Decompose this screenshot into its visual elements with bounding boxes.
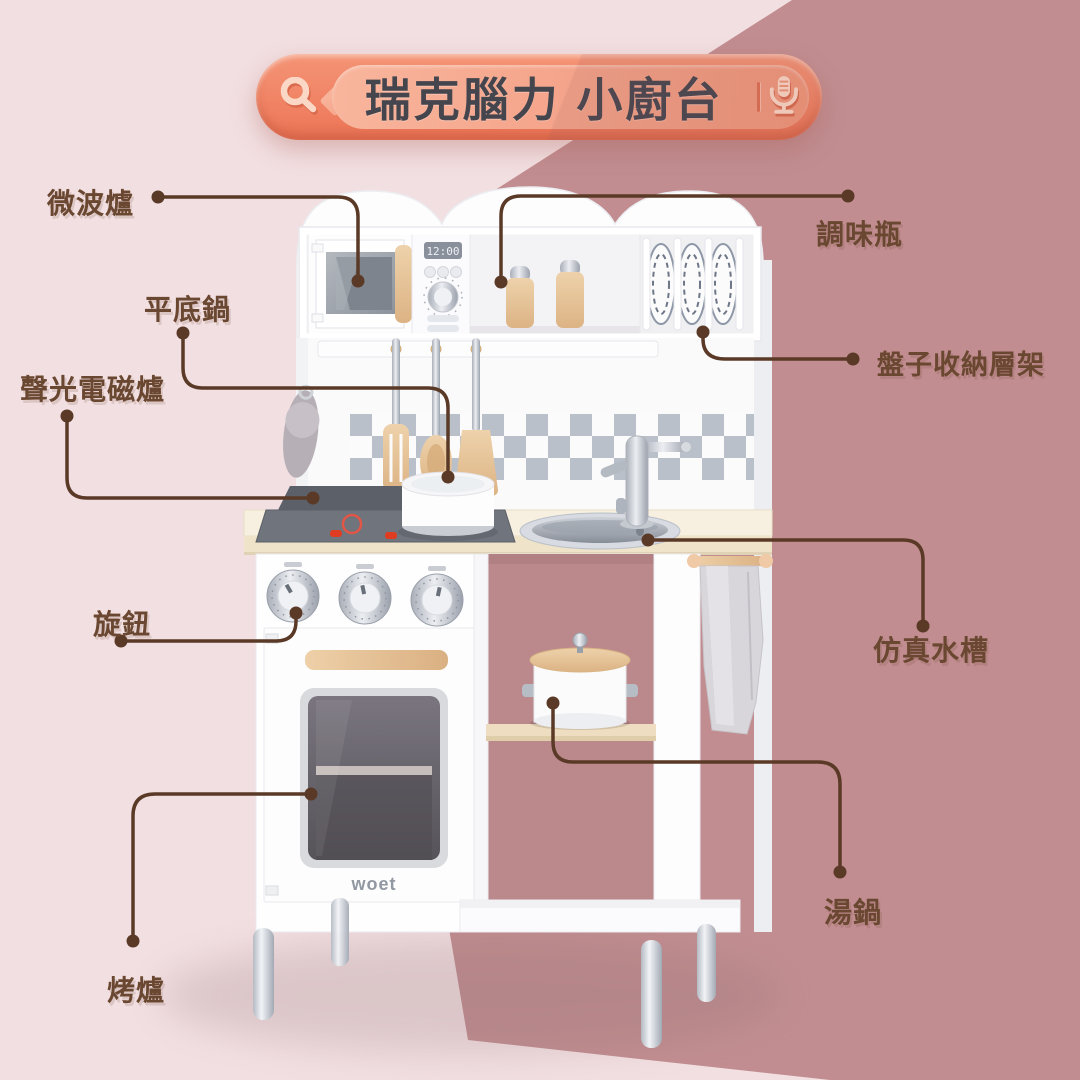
soup-pot [522, 632, 638, 730]
floor-shadow [160, 937, 780, 1053]
microwave-handle [395, 245, 412, 323]
oven-mitt [283, 384, 320, 478]
label-knobs: 旋鈕 [93, 609, 152, 640]
leader-lines [60, 189, 930, 948]
leader-oven [126, 787, 318, 948]
label-plate-rack: 盤子收納層架 [877, 350, 1045, 380]
panel-button [424, 266, 436, 278]
compartment-shelf [486, 724, 656, 741]
clock-display [424, 242, 462, 259]
leader-sink [641, 533, 930, 633]
frying-pan [398, 471, 498, 541]
label-sink: 仿真水槽 [873, 635, 990, 666]
label-soup-pot: 湯鍋 [824, 897, 883, 928]
label-frying-pan: 平底鍋 [144, 294, 232, 325]
utensil-rail [317, 340, 659, 358]
leader-induction-cooker [60, 409, 320, 505]
bottom-shelf [459, 899, 741, 933]
label-seasoning-bottles: 調味瓶 [816, 219, 904, 250]
leader-microwave [151, 190, 365, 288]
plate [646, 243, 676, 325]
leader-plate-rack [696, 325, 860, 366]
towel-rail [687, 554, 773, 568]
plate [677, 243, 707, 325]
leader-soup-pot [546, 696, 847, 879]
side-panel-right [754, 260, 772, 932]
panel-button [437, 266, 449, 278]
seasoning-bottle [556, 260, 584, 328]
faucet [600, 435, 691, 529]
search-bar[interactable]: 瑞克腦力 小廚台 [256, 54, 822, 140]
label-induction-cooker: 聲光電磁爐 [20, 374, 166, 405]
search-input[interactable] [332, 65, 809, 129]
label-oven: 烤爐 [107, 975, 166, 1006]
control-panel: 12:00 [411, 233, 471, 335]
stove-knobs [266, 562, 464, 627]
toy-kitchen: 12:00 [243, 186, 773, 1048]
tile-band [350, 414, 754, 480]
stop-button [427, 325, 459, 332]
towel [699, 565, 764, 735]
oven-handle [305, 650, 448, 670]
utensil-fork [383, 338, 409, 492]
open-compartment [486, 554, 656, 932]
leader-seasoning-bottles [494, 189, 855, 289]
knob [266, 569, 320, 623]
knob [410, 573, 464, 627]
plate-rack [639, 233, 755, 335]
leader-knobs [114, 606, 303, 648]
start-button [427, 315, 459, 322]
knob [338, 571, 392, 625]
brand-logo: woet [350, 874, 396, 894]
panel-button [450, 266, 462, 278]
oven: woet [263, 627, 475, 903]
microphone-icon[interactable] [764, 75, 806, 119]
sink [519, 512, 681, 550]
plate [708, 243, 738, 325]
search-icon[interactable] [280, 77, 320, 117]
seasoning-bottle [506, 266, 534, 328]
search-divider [757, 82, 760, 112]
label-microwave: 微波爐 [47, 188, 135, 219]
clock-display-text: 12:00 [426, 245, 459, 258]
leader-frying-pan [176, 326, 455, 484]
legs [253, 898, 716, 1048]
search-title: 瑞克腦力 小廚台 [364, 74, 724, 126]
